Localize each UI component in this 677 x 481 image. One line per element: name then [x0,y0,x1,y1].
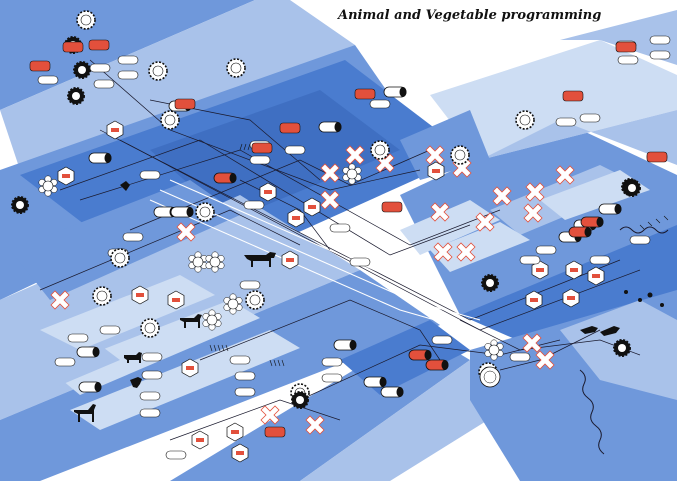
bird-icon [130,377,142,388]
wavy-lines [579,226,669,455]
horse-icon [180,314,202,328]
hatch-marks [209,143,669,367]
animal-silhouettes [74,181,664,422]
pig-icon [124,352,142,363]
horse-icon [74,404,96,422]
lizard-icon [600,326,620,336]
beetle-icon [647,292,653,298]
bird-icon [120,181,130,191]
connector-lines-light [149,179,481,331]
beetle-icon [624,290,628,294]
cow-icon [244,252,276,267]
fish-icon [580,326,598,334]
beetle-icon [660,303,664,307]
seal-icon [479,366,501,388]
beetle-icon [638,298,642,302]
poster-title: Animal and Vegetable programming [338,8,602,23]
